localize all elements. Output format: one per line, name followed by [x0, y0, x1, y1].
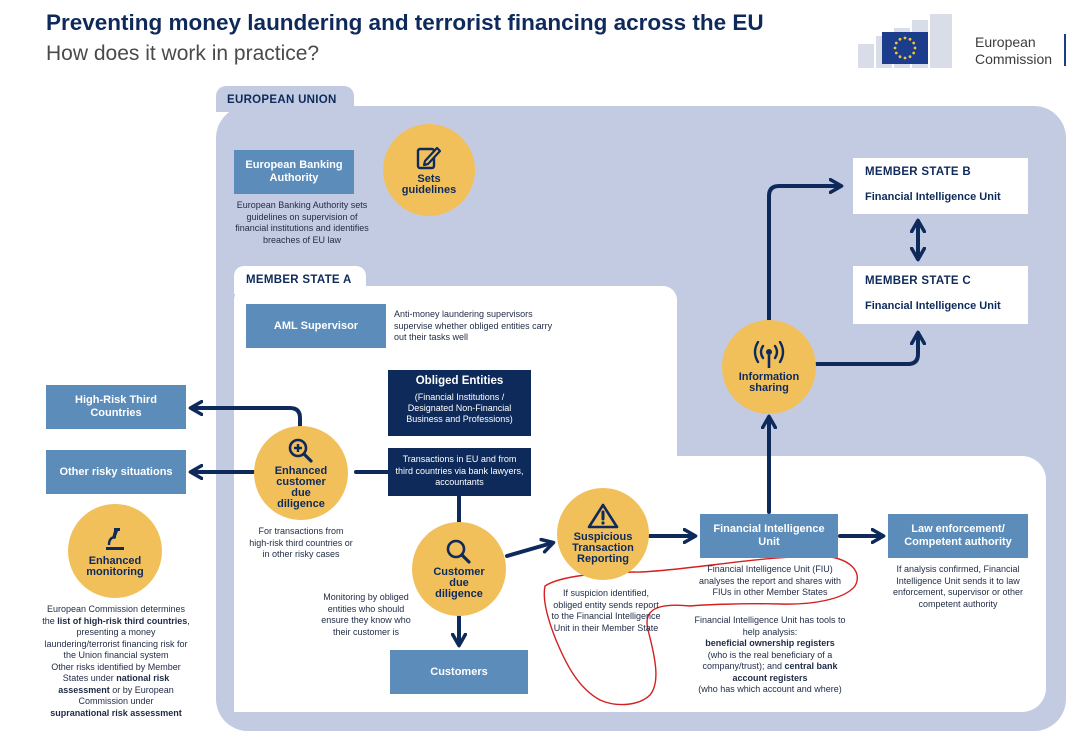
eu-flag-icon — [882, 32, 928, 64]
enhanced-monitoring-note: European Commission determines the list … — [42, 604, 190, 718]
warning-triangle-icon — [587, 503, 619, 529]
aml-note: Anti-money laundering supervisors superv… — [394, 309, 553, 342]
law-enforcement-box: Law enforcement/ Competent authority — [888, 514, 1028, 558]
magnifier-plus-icon — [288, 438, 313, 463]
fiu-c-label: Financial Intelligence Unit — [865, 300, 1001, 312]
obliged-entities-box: Obliged Entities (Financial Institutions… — [388, 370, 531, 436]
transactions-box: Transactions in EU and from third countr… — [388, 448, 531, 496]
enhanced-monitoring-circle: Enhanced monitoring — [68, 504, 162, 598]
commission-logo-text: European Commission — [975, 34, 1053, 67]
str-note: If suspicion identified, obliged entity … — [551, 588, 661, 633]
member-state-c-box: MEMBER STATE C Financial Intelligence Un… — [853, 266, 1028, 324]
eba-note: European Banking Authority sets guidelin… — [235, 200, 369, 245]
member-state-a-tab — [234, 266, 366, 294]
obliged-entities-sub: (Financial Institutions / Designated Non… — [406, 392, 513, 424]
aml-supervisor-box: AML Supervisor — [246, 304, 386, 348]
fiu-note-2: Financial Intelligence Unit has tools to… — [694, 615, 846, 694]
eu-region-tab — [216, 86, 354, 112]
member-state-b-label: MEMBER STATE B — [865, 166, 971, 178]
pencil-document-icon — [416, 146, 442, 169]
customer-dd-note: Monitoring by obliged entities who shoul… — [321, 592, 411, 637]
eba-box: European Banking Authority — [234, 150, 354, 194]
sets-guidelines-circle: Sets guidelines — [383, 124, 475, 216]
law-enforcement-note: If analysis confirmed, Financial Intelli… — [892, 564, 1024, 609]
member-state-b-box: MEMBER STATE B Financial Intelligence Un… — [853, 158, 1028, 214]
broadcast-antenna-icon — [753, 340, 785, 368]
member-state-a-region-extension — [234, 456, 1046, 712]
high-risk-third-countries-box: High-Risk Third Countries — [46, 385, 186, 429]
page-title: Preventing money laundering and terroris… — [46, 10, 764, 35]
member-state-c-label: MEMBER STATE C — [865, 275, 971, 287]
str-circle: Suspicious Transaction Reporting — [557, 488, 649, 580]
fiu-b-label: Financial Intelligence Unit — [865, 191, 1001, 203]
customers-box: Customers — [390, 650, 528, 694]
customer-dd-circle: Customer due diligence — [412, 522, 506, 616]
info-sharing-circle: Information sharing — [722, 320, 816, 414]
magnifier-icon — [446, 539, 471, 564]
enhanced-cdd-circle: Enhanced customer due diligence — [254, 426, 348, 520]
eu-region-label: EUROPEAN UNION — [227, 94, 337, 106]
enhanced-cdd-note: For transactions from high-risk third co… — [249, 526, 353, 559]
fiu-note-1: Financial Intelligence Unit (FIU) analys… — [698, 564, 842, 597]
microscope-icon — [106, 527, 124, 550]
logo-divider — [1064, 34, 1066, 66]
page-subtitle: How does it work in practice? — [46, 42, 320, 65]
member-state-a-label: MEMBER STATE A — [246, 274, 352, 286]
obliged-entities-title: Obliged Entities — [415, 375, 504, 387]
other-risky-situations-box: Other risky situations — [46, 450, 186, 494]
fiu-box: Financial Intelligence Unit — [700, 514, 838, 558]
